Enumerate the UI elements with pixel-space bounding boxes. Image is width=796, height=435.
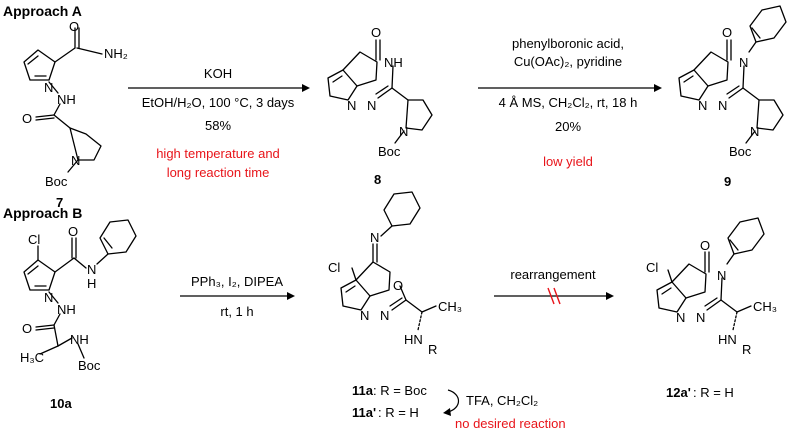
compound-11a-prime-caption: : R = H	[378, 405, 419, 420]
c11a-n2: N	[380, 308, 389, 323]
c7-ring-n: N	[44, 80, 53, 95]
arrow-b1-head	[287, 292, 295, 300]
c12a-cl: Cl	[646, 260, 658, 275]
b1-conditions: rt, 1 h	[220, 304, 253, 319]
c10a-amide-h: H	[87, 276, 96, 291]
c8-n2: N	[367, 98, 376, 113]
approach-a-header: Approach A	[3, 3, 82, 19]
deprotection-reagent: TFA, CH₂Cl₂	[466, 393, 538, 408]
c7-carbonyl-o: O	[69, 19, 79, 34]
compound-9-structure	[678, 5, 787, 144]
compound-7-label: 7	[56, 195, 63, 210]
c10a-nh: NH	[57, 302, 76, 317]
c7-amide-o: O	[22, 111, 32, 126]
c11a-n1: N	[360, 308, 369, 323]
compound-12a-prime-structure	[656, 217, 765, 331]
c9-proline-n: N	[750, 124, 759, 139]
arrow-b2-head	[606, 292, 614, 300]
c8-n1: N	[347, 98, 356, 113]
c10a-o2: O	[22, 321, 32, 336]
compound-8-structure	[327, 39, 433, 144]
compound-10a-label: 10a	[50, 396, 72, 411]
a1-yield: 58%	[205, 118, 231, 133]
c10a-o: O	[68, 224, 78, 239]
c11a-o: O	[393, 278, 403, 293]
c9-n: N	[739, 55, 748, 70]
c10a-amide-n: N	[87, 262, 96, 277]
c12a-o: O	[700, 238, 710, 253]
arrow-a2-head	[654, 84, 662, 92]
arrow-a1-head	[302, 84, 310, 92]
a1-conditions: EtOH/H₂O, 100 °C, 3 days	[142, 95, 295, 110]
c9-n1: N	[698, 98, 707, 113]
c11a-hn: HN	[404, 332, 423, 347]
blocked-cross	[547, 287, 561, 305]
c12a-n1: N	[676, 310, 685, 325]
compound-9-label: 9	[724, 174, 731, 189]
a1-note-2: long reaction time	[167, 165, 270, 180]
deprotection-arrow	[447, 389, 460, 413]
c7-nh2: NH₂	[104, 46, 128, 61]
compound-11a-structure	[340, 191, 437, 331]
c10a-ch3: H₃C	[20, 350, 44, 365]
c10a-boc: Boc	[78, 358, 101, 373]
b2-label: rearrangement	[510, 267, 596, 282]
approach-b-header: Approach B	[3, 205, 82, 221]
c8-o: O	[371, 25, 381, 40]
a2-reagent-2: Cu(OAc)₂, pyridine	[514, 54, 622, 69]
c12a-ch3: CH₃	[753, 299, 777, 314]
compound-12a-prime-caption: : R = H	[693, 385, 734, 400]
c10a-cl: Cl	[28, 232, 40, 247]
deprotection-arrow-head	[443, 408, 451, 416]
c12a-n2: N	[696, 310, 705, 325]
c11a-imine-n: N	[370, 230, 379, 245]
c12a-r: R	[742, 342, 751, 357]
compound-11a-caption: : R = Boc	[373, 383, 427, 398]
a2-yield: 20%	[555, 119, 581, 134]
a2-note: low yield	[543, 154, 593, 169]
c11a-ch3: CH₃	[438, 299, 462, 314]
c7-boc: Boc	[45, 174, 68, 189]
a1-reagent: KOH	[204, 66, 232, 81]
c8-nh: NH	[384, 55, 403, 70]
deprotection-note: no desired reaction	[455, 416, 566, 431]
c12a-hn: HN	[718, 332, 737, 347]
compound-12a-prime-label: 12a'	[666, 385, 691, 400]
a2-reagent-1: phenylboronic acid,	[512, 36, 624, 51]
c7-proline-n: N	[71, 153, 80, 168]
b1-reagent: PPh₃, I₂, DIPEA	[191, 274, 283, 289]
c9-n2: N	[718, 98, 727, 113]
c11a-cl: Cl	[328, 260, 340, 275]
c11a-r: R	[428, 342, 437, 357]
a1-note-1: high temperature and	[156, 146, 280, 161]
c9-o: O	[722, 25, 732, 40]
compound-10a-structure	[23, 219, 137, 359]
c12a-n: N	[717, 268, 726, 283]
compound-7-structure	[23, 27, 103, 173]
a2-conditions: 4 Å MS, CH₂Cl₂, rt, 18 h	[499, 95, 638, 110]
compound-11a-label: 11a	[352, 383, 374, 398]
c8-proline-n: N	[399, 124, 408, 139]
c10a-ring-n: N	[44, 290, 53, 305]
compound-11a-prime-label: 11a'	[352, 405, 376, 420]
c7-nh: NH	[57, 92, 76, 107]
compound-8-label: 8	[374, 172, 381, 187]
c9-boc: Boc	[729, 144, 752, 159]
c8-boc: Boc	[378, 144, 401, 159]
c10a-nh-boc: NH	[70, 332, 89, 347]
